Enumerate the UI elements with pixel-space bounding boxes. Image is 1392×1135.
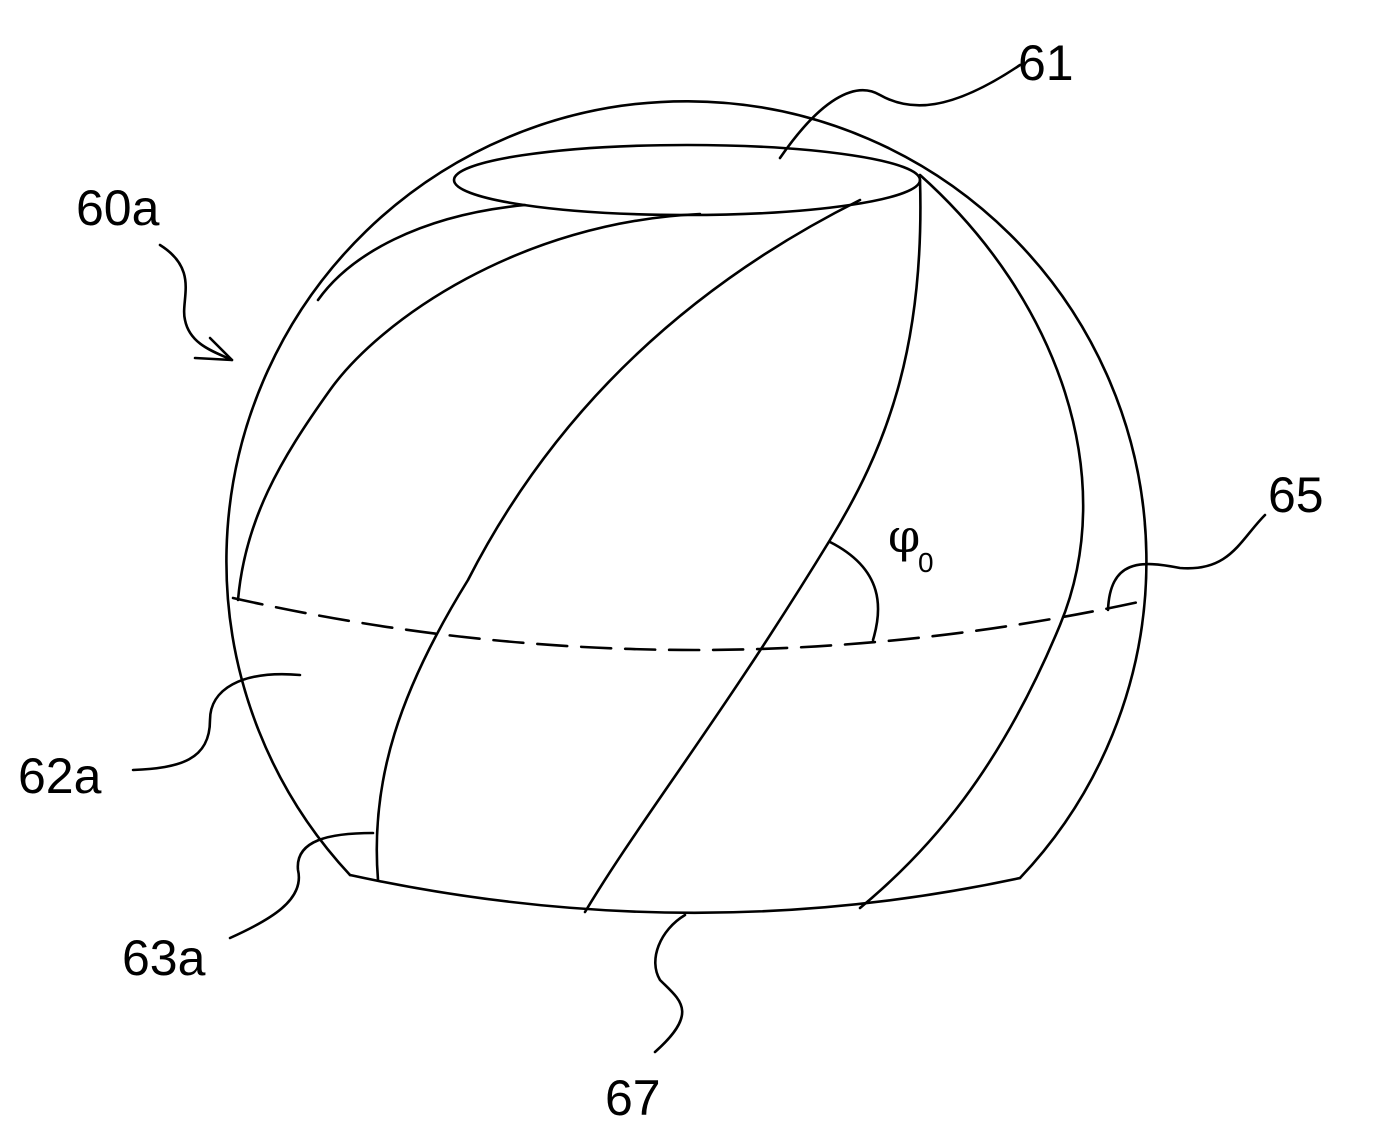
leader-60a-arrow [158,243,234,362]
leader-63a [228,831,375,940]
label-61: 61 [1018,35,1074,91]
label-60a: 60a [76,180,160,236]
spiral-line-5 [858,173,1085,910]
equator-dashed-line [231,596,1150,652]
leader-67 [653,913,687,1054]
angle-subscript: 0 [918,547,934,578]
spiral-line-2 [236,212,702,602]
spiral-line-4 [583,178,922,914]
bottom-truncation-edge [348,873,1022,915]
sphere-outline [225,99,1148,880]
label-67: 67 [605,1070,661,1126]
label-63a: 63a [122,930,206,986]
spiral-line-3 [375,198,862,882]
leader-61 [778,63,1022,160]
angle-arc [828,540,880,642]
angle-symbol-phi: φ [888,509,920,563]
leader-62a [131,672,302,772]
leader-65 [1106,513,1267,612]
spiral-line-1 [316,203,527,302]
arrowhead-icon [193,336,234,362]
label-65: 65 [1268,467,1324,523]
label-62a: 62a [18,748,102,804]
